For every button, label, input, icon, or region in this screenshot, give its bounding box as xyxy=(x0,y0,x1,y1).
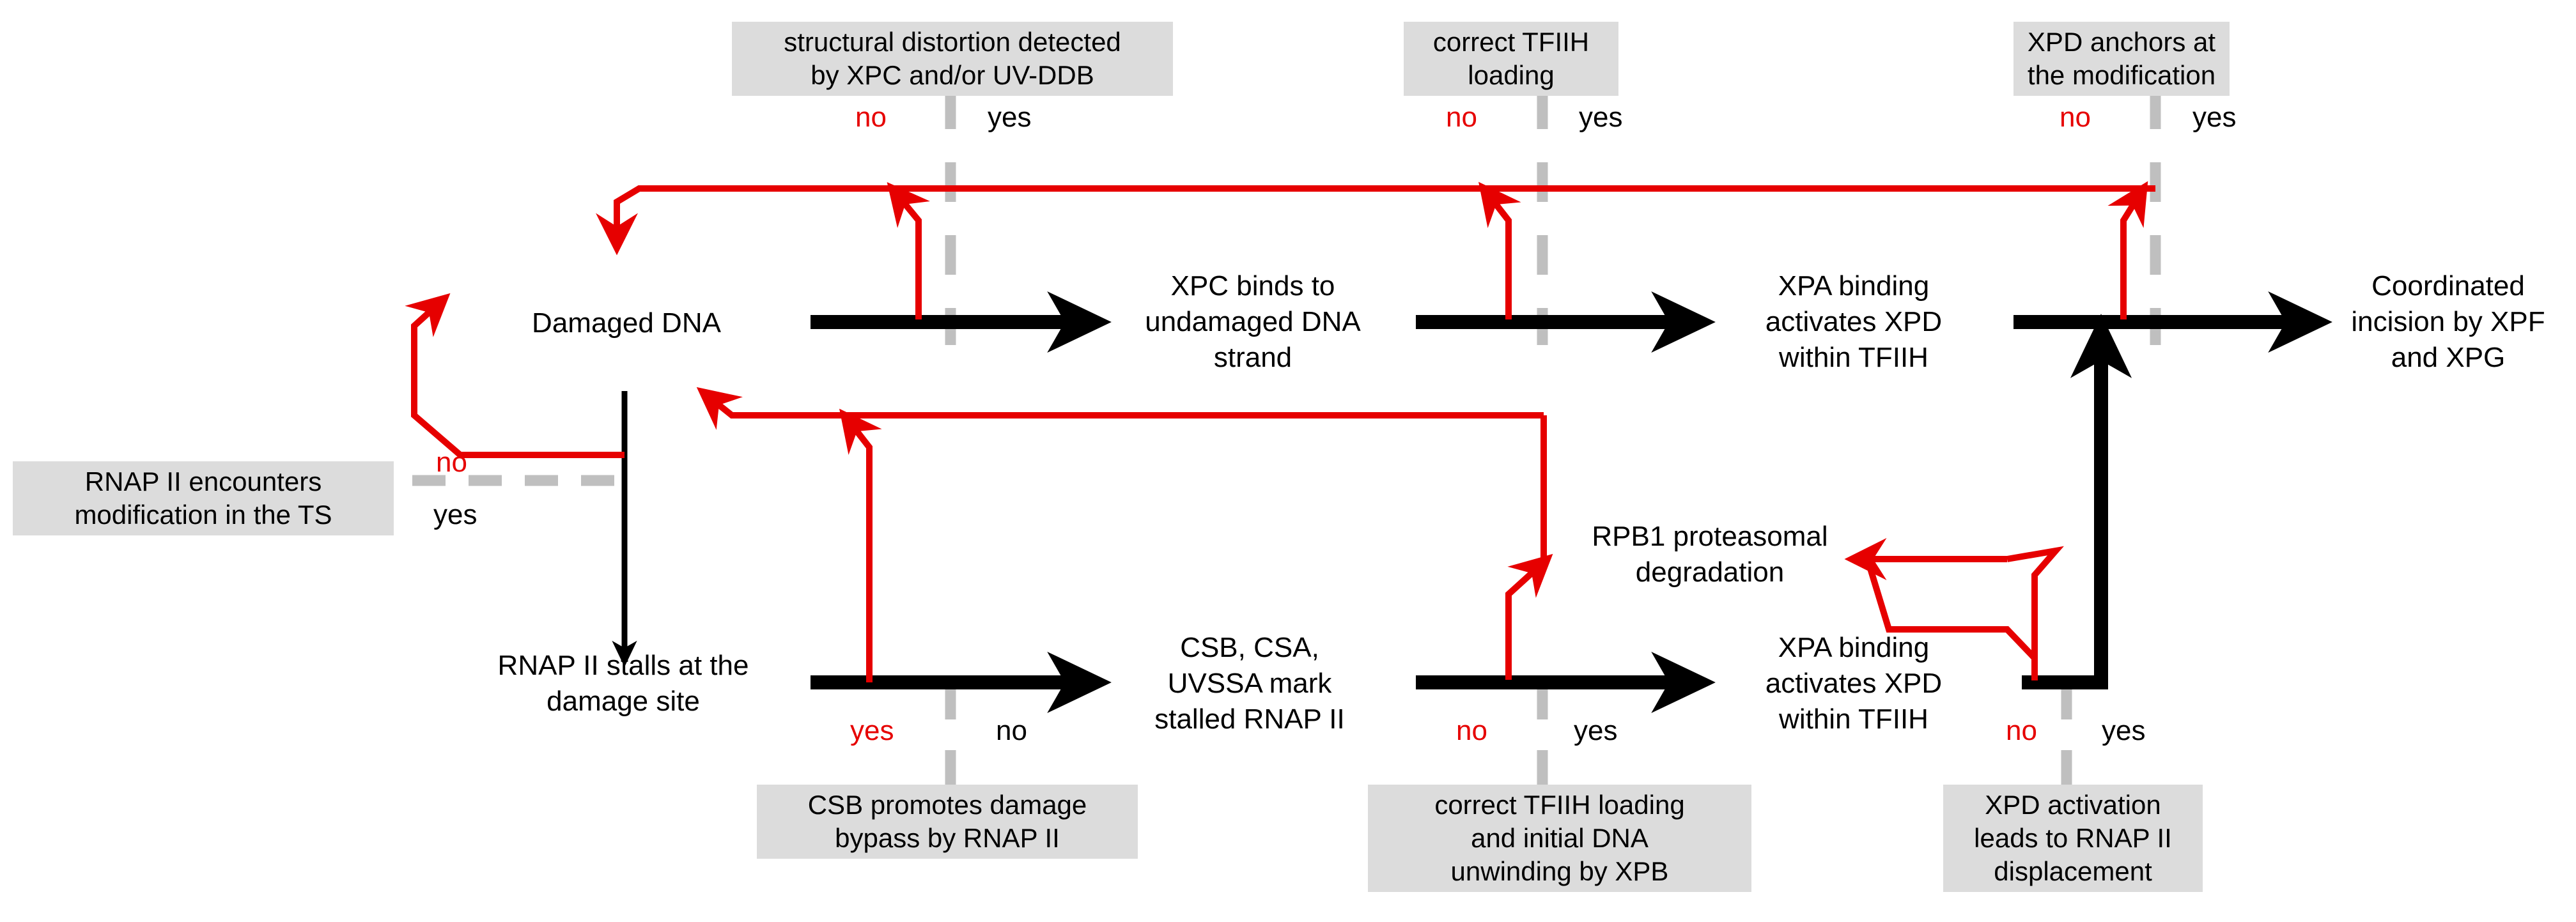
question-box-xpd-activation: XPD activation leads to RNAP II displace… xyxy=(1943,785,2203,892)
red-riser-csb-yes xyxy=(839,408,882,682)
red-riser-tfiih-top-no xyxy=(1478,181,1521,319)
step-label-coordinated-incision: Coordinated incision by XPF and XPG xyxy=(2351,270,2545,373)
step-label-xpa-binding-top: XPA binding activates XPD within TFIIH xyxy=(1765,270,1943,373)
branch-label-xpd-activation-no: no xyxy=(2006,715,2037,746)
branch-label-xpd-anchor-yes: yes xyxy=(2192,102,2237,133)
step-label-damaged-dna: Damaged DNA xyxy=(532,307,721,339)
step-label-rnap2-stalls: RNAP II stalls at the damage site xyxy=(497,650,749,717)
branch-label-tfiih-bottom-yes: yes xyxy=(1574,715,1618,746)
red-riser-tfiih-bottom-no xyxy=(1505,553,1553,680)
branch-label-tfiih-bottom-no: no xyxy=(1456,715,1487,746)
step-label-csb-csa-uvssa: CSB, CSA, UVSSA mark stalled RNAP II xyxy=(1154,632,1345,735)
branch-label-rnap2-no: no xyxy=(436,447,467,478)
red-xpdact-no-riser xyxy=(2006,546,2064,680)
branch-label-tfiih-top-yes: yes xyxy=(1579,102,1623,133)
branch-label-tfiih-top-no: no xyxy=(1446,102,1477,133)
step-label-xpa-binding-bottom: XPA binding activates XPD within TFIIH xyxy=(1765,632,1943,735)
branch-label-distortion-no: no xyxy=(855,102,887,133)
arrow-xpd-activation-up-to-top xyxy=(2022,314,2132,689)
question-box-rnap2-encounters: RNAP II encounters modification in the T… xyxy=(13,461,394,535)
branch-label-csb-yes: yes xyxy=(850,715,894,746)
branch-label-xpd-anchor-no: no xyxy=(2060,102,2091,133)
red-riser-xpd-anchor-no xyxy=(2107,181,2148,319)
question-box-correct-tfiih-loading-bottom: correct TFIIH loading and initial DNA un… xyxy=(1368,785,1751,892)
step-label-xpc-binds: XPC binds to undamaged DNA strand xyxy=(1145,270,1361,373)
branch-label-distortion-yes: yes xyxy=(988,102,1032,133)
question-box-xpd-anchors: XPD anchors at the modification xyxy=(2013,22,2230,96)
red-second-feedback-bus xyxy=(696,387,1544,430)
branch-label-xpd-activation-yes: yes xyxy=(2102,715,2146,746)
question-box-correct-tfiih-loading-top: correct TFIIH loading xyxy=(1404,22,1618,96)
question-box-structural-distortion: structural distortion detected by XPC an… xyxy=(732,22,1173,96)
red-top-feedback-bus xyxy=(596,185,2155,256)
question-box-csb-bypass: CSB promotes damage bypass by RNAP II xyxy=(757,785,1138,859)
decision-splitters xyxy=(412,89,2161,787)
branch-label-rnap2-yes: yes xyxy=(433,499,477,530)
branch-label-csb-no: no xyxy=(996,715,1027,746)
step-label-rpb1-degradation: RPB1 proteasomal degradation xyxy=(1592,521,1828,588)
red-riser-distortion-no xyxy=(887,181,931,319)
red-rnap2-no-loop xyxy=(405,293,625,458)
